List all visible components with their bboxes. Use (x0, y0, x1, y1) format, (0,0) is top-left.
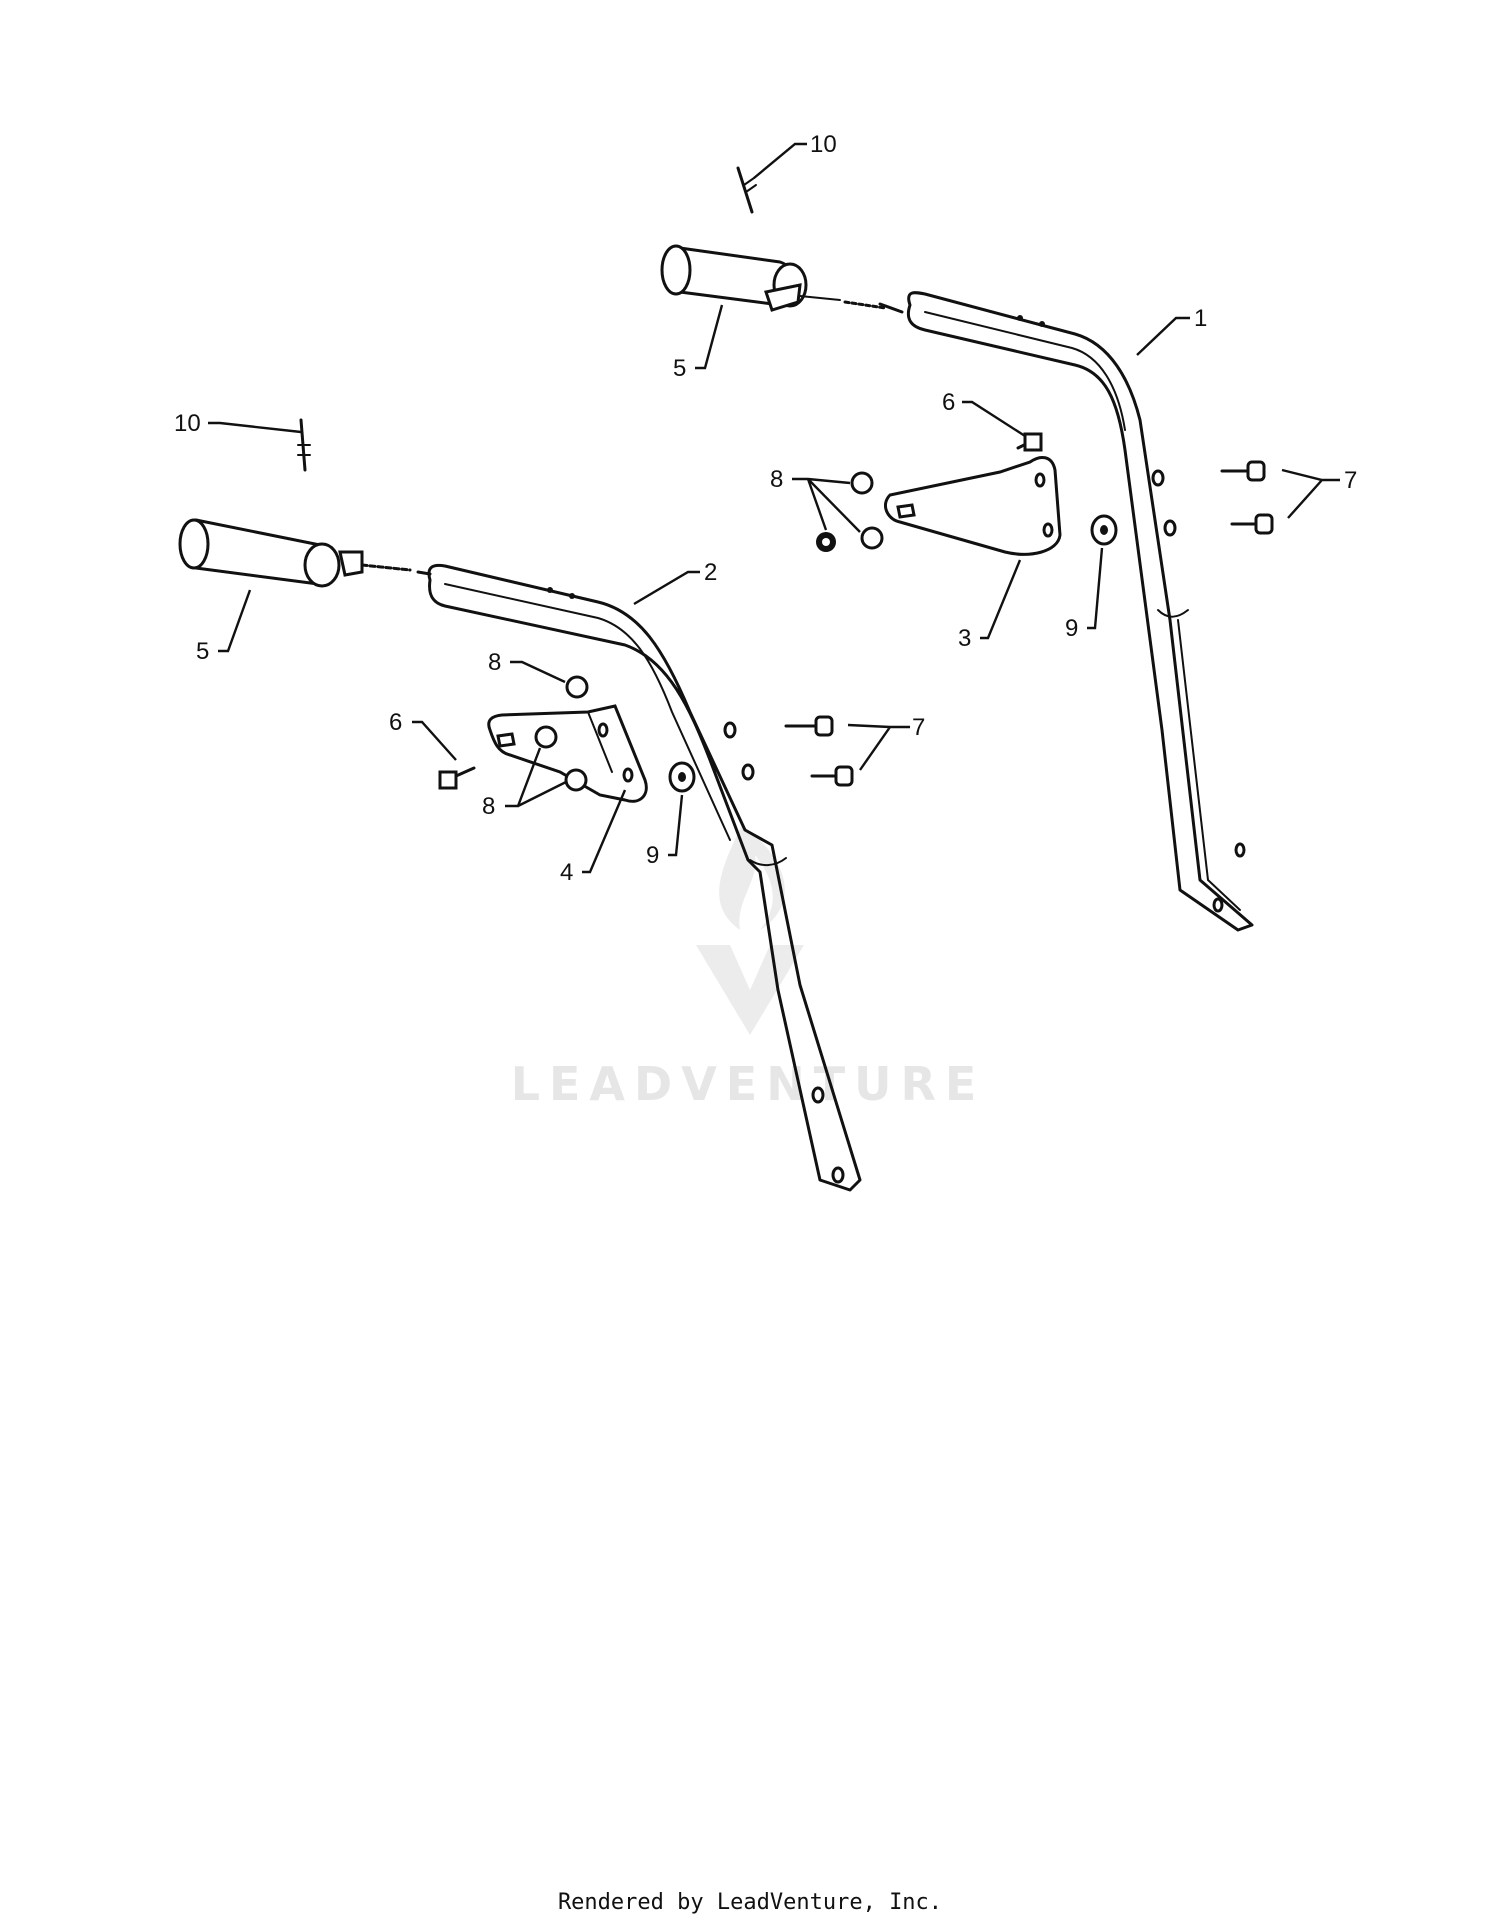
callout-9-upper: 9 (1065, 615, 1078, 642)
watermark-brand: LEADVENTURE (511, 1057, 986, 1111)
lower-handle-tube-part-2 (427, 563, 862, 1192)
callout-4: 4 (560, 859, 573, 886)
upper-handle-hole (1163, 519, 1177, 537)
lower-handle-hole (723, 721, 737, 739)
upper-washer-part-9 (1090, 514, 1118, 546)
upper-nut-washer-part-8 (816, 471, 884, 552)
lower-handle-assembly (427, 563, 862, 1192)
footer-credit: Rendered by LeadVenture, Inc. (557, 1890, 943, 1915)
lower-handle-hole (811, 1086, 825, 1104)
callouts: 1 2 3 4 5 5 6 6 7 7 8 8 8 9 9 10 10 (174, 131, 1357, 886)
callout-9-lower: 9 (646, 842, 659, 869)
callout-10-upper: 10 (810, 131, 837, 158)
lower-nut-washer-part-8 (534, 675, 589, 792)
lower-handle-hole (547, 587, 553, 593)
upper-handle-hole (1017, 315, 1023, 321)
lower-handle-hole (569, 593, 575, 599)
upper-grip-part-5 (660, 244, 904, 314)
upper-handle-hole (1234, 842, 1246, 858)
lower-handle-hole (741, 763, 755, 781)
lower-washer-part-9 (668, 761, 696, 793)
callout-6-lower: 6 (389, 709, 402, 736)
lower-bolt-part-6 (438, 766, 476, 790)
bracket-part-4 (487, 704, 648, 803)
callout-10-lower: 10 (174, 410, 201, 437)
upper-handle-bend-highlight (924, 311, 1126, 431)
callout-3: 3 (958, 625, 971, 652)
callout-7-upper: 7 (1344, 467, 1357, 494)
lower-bolts-part-7 (784, 715, 854, 787)
upper-handle-hole (1039, 321, 1045, 327)
callout-7-lower: 7 (912, 714, 925, 741)
leader-lines (208, 142, 1340, 874)
callout-8-upper: 8 (770, 466, 783, 493)
callout-2: 2 (704, 559, 717, 586)
lower-handle-bend-highlight (444, 583, 731, 841)
bracket-part-3 (884, 456, 1062, 556)
upper-bolt-part-6 (1016, 432, 1043, 452)
watermark-flame-icon (719, 825, 785, 930)
callout-5-upper: 5 (673, 355, 686, 382)
lower-handle-hole (831, 1166, 845, 1184)
upper-handle-sleeve-joint (1157, 609, 1189, 618)
upper-pin-part-10 (736, 166, 757, 214)
callout-8-lower-bottom: 8 (482, 793, 495, 820)
callout-5-lower: 5 (196, 638, 209, 665)
callout-1: 1 (1194, 305, 1207, 332)
watermark: LEADVENTURE (511, 825, 986, 1111)
lower-handle-sleeve-joint (749, 857, 787, 866)
upper-handle-tube-part-1 (906, 291, 1254, 932)
upper-handle-hole (1151, 469, 1165, 487)
upper-handle-hole (1212, 897, 1224, 913)
lower-grip-part-5 (178, 518, 432, 588)
lower-pin-part-10 (297, 418, 311, 472)
upper-handle-assembly (906, 291, 1254, 932)
upper-bolts-part-7 (1220, 460, 1274, 535)
watermark-v-icon (696, 945, 804, 1035)
callout-8-lower-top: 8 (488, 649, 501, 676)
upper-handle-channel (1177, 619, 1241, 911)
callout-6-upper: 6 (942, 389, 955, 416)
